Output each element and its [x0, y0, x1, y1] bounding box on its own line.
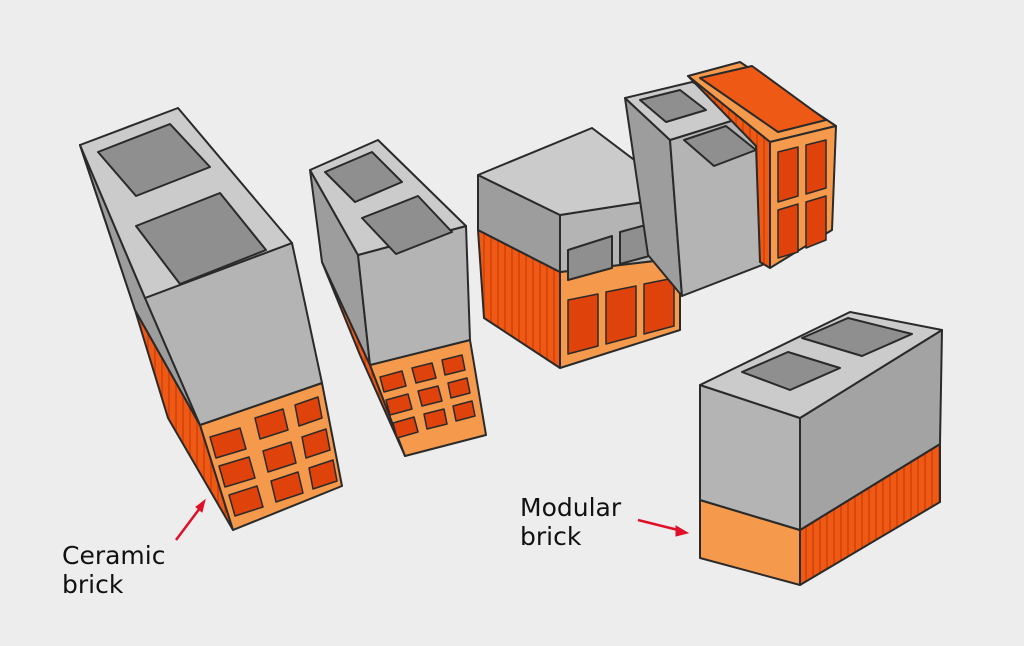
- ceramic-brick-label: Ceramic brick: [62, 541, 165, 599]
- concrete-block-modular: [699, 311, 943, 531]
- concrete-block-large: [79, 107, 323, 426]
- modular-brick-label-line2: brick: [520, 522, 582, 551]
- ceramic-brick-medium: [321, 261, 487, 457]
- concrete-block-back: [624, 81, 771, 297]
- ceramic-brick-label-line2: brick: [62, 570, 124, 599]
- modular-brick-label: Modular brick: [520, 493, 621, 551]
- ceramic-brick-back: [687, 61, 837, 269]
- ceramic-brick-label-line1: Ceramic: [62, 541, 166, 570]
- ceramic-brick-large: [134, 309, 343, 531]
- concrete-block-medium: [309, 139, 471, 366]
- modular-arrow: [637, 518, 690, 537]
- modular-brick-label-line1: Modular: [520, 493, 622, 522]
- ceramic-arrow: [175, 498, 206, 541]
- ceramic-brick-cube: [477, 229, 681, 369]
